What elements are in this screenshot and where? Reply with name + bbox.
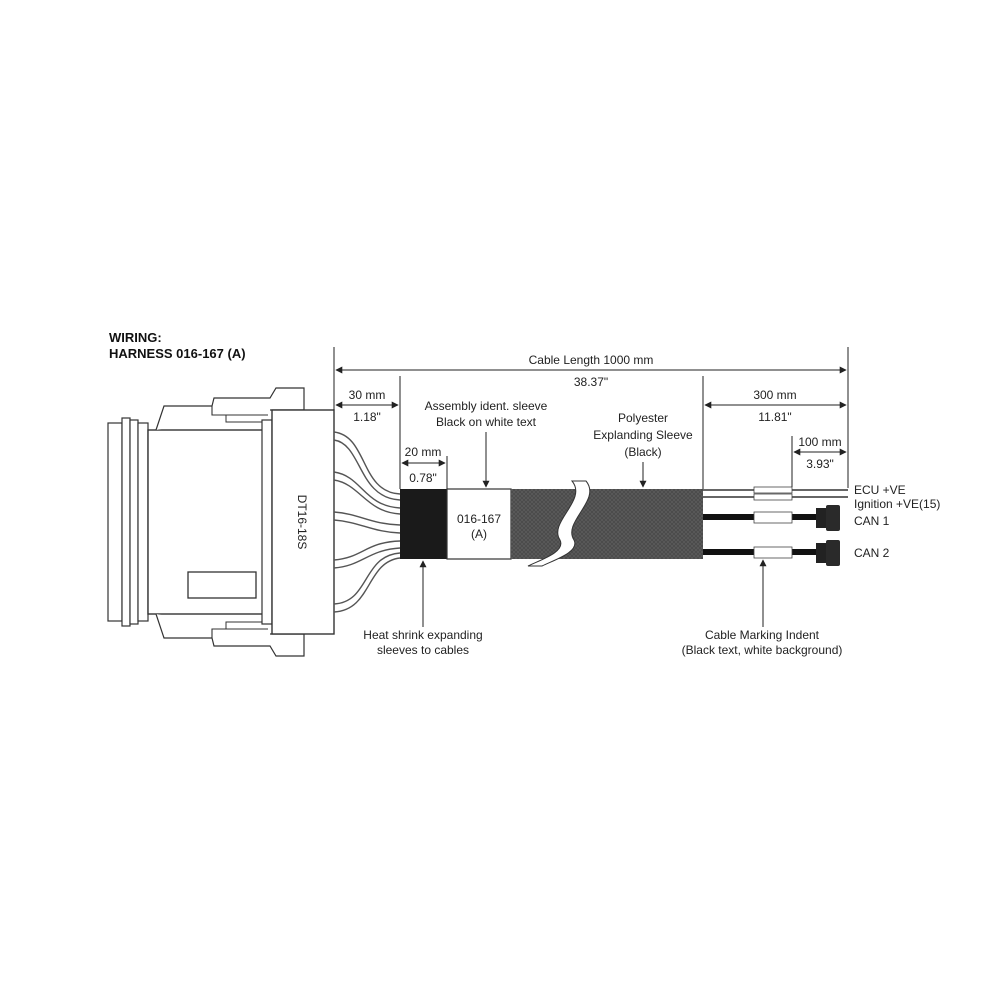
wire-label-can2: CAN 2 (854, 546, 890, 560)
title-line-2: HARNESS 016-167 (A) (109, 346, 246, 361)
wire-label-ignition: Ignition +VE(15) (854, 497, 940, 511)
callout-marking-line-1: Cable Marking Indent (705, 628, 820, 642)
tail-length-in: 3.93" (806, 457, 834, 471)
callout-polyester-line-1: Polyester (618, 411, 668, 425)
callout-polyester-line-2: Explanding Sleeve (593, 428, 693, 442)
heat-shrink-sleeve (400, 489, 447, 559)
assembly-ident-sleeve (446, 488, 512, 560)
polyester-sleeve (511, 480, 703, 567)
breakout-length-mm: 300 mm (753, 388, 796, 402)
ident-sleeve-line-1: 016-167 (457, 512, 501, 526)
conn-length-in: 1.18" (353, 410, 381, 424)
callout-assembly-line-2: Black on white text (436, 415, 537, 429)
heatshrink-length-mm: 20 mm (405, 445, 442, 459)
callout-marking-line-2: (Black text, white background) (682, 643, 843, 657)
ident-sleeve-line-2: (A) (471, 527, 487, 541)
conn-length-mm: 30 mm (349, 388, 386, 402)
callout-heatshrink-line-2: sleeves to cables (377, 643, 469, 657)
callout-assembly-line-1: Assembly ident. sleeve (425, 399, 548, 413)
wire-label-ecu: ECU +VE (854, 483, 906, 497)
connector-wires (333, 431, 401, 613)
title-line-1: WIRING: (109, 330, 162, 345)
cable-length-mm: Cable Length 1000 mm (529, 353, 654, 367)
cable-length-in: 38.37" (574, 375, 608, 389)
dimension-lines (333, 347, 849, 489)
connector: DT16-18S (107, 387, 335, 657)
callout-heatshrink-line-1: Heat shrink expanding (363, 628, 482, 642)
breakout-wires (703, 486, 848, 566)
tail-length-mm: 100 mm (798, 435, 841, 449)
heatshrink-length-in: 0.78" (409, 471, 437, 485)
callout-polyester-line-3: (Black) (624, 445, 661, 459)
connector-part-label: DT16-18S (295, 495, 309, 550)
wire-label-can1: CAN 1 (854, 514, 890, 528)
breakout-length-in: 11.81" (758, 410, 791, 424)
